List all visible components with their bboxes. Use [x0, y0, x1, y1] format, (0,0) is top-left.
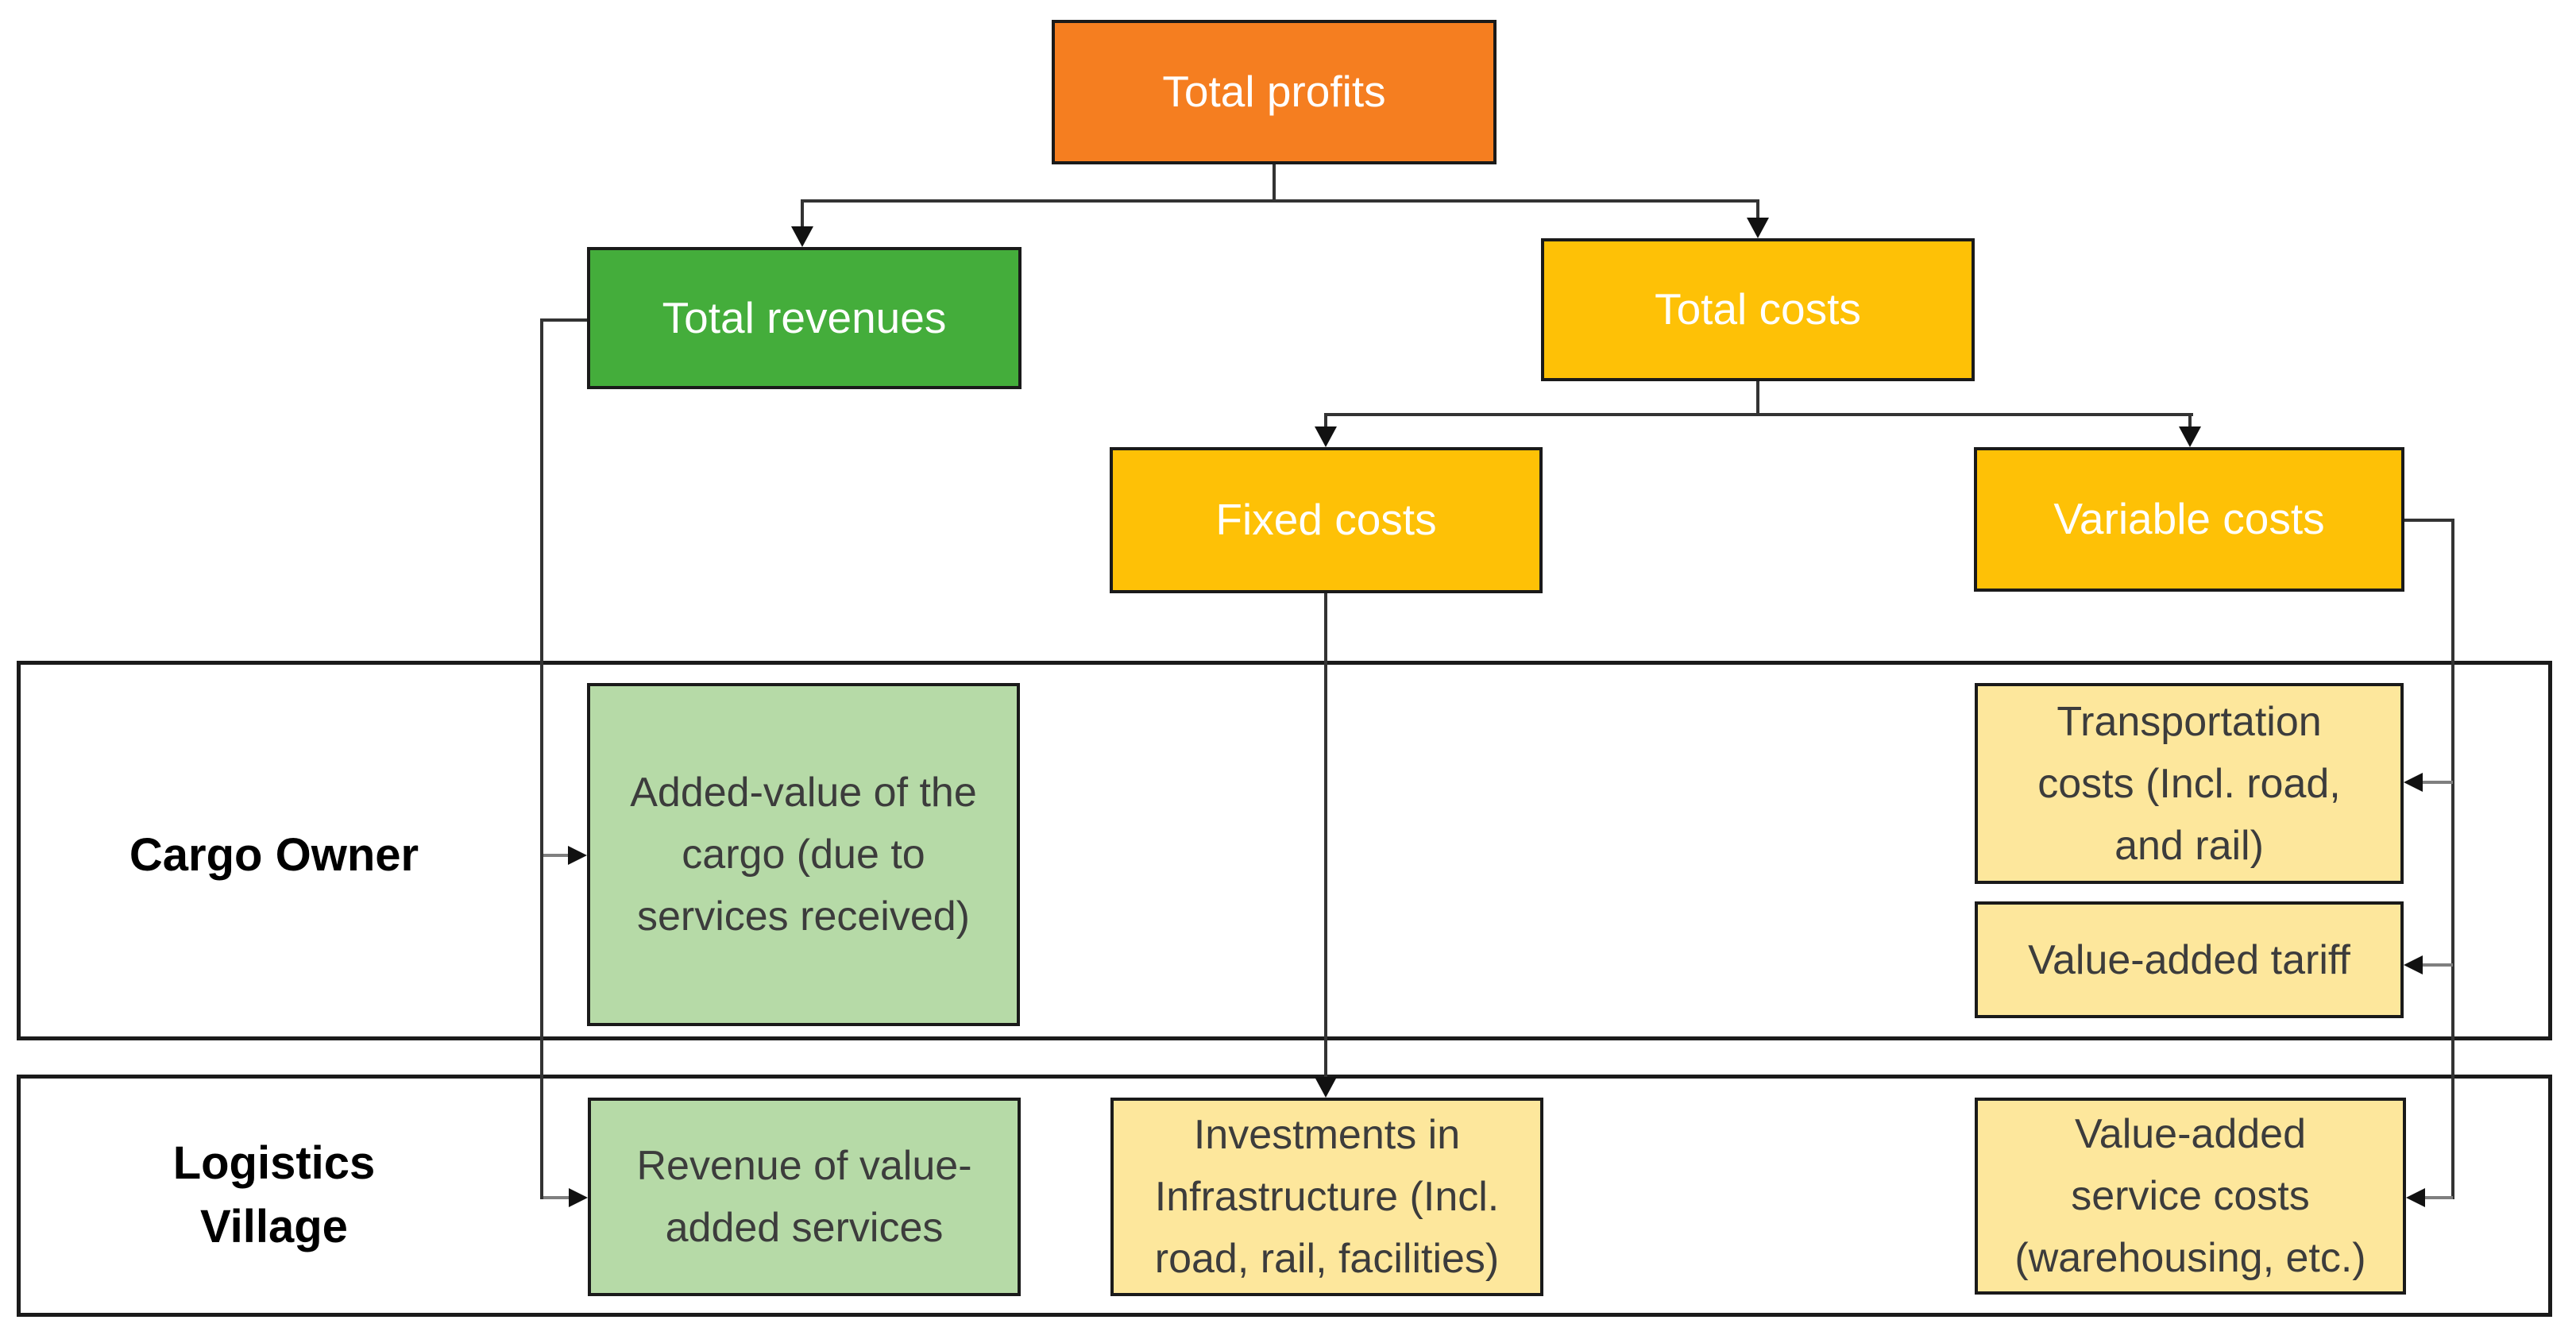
arrowhead-into-total-costs	[1747, 218, 1769, 238]
node-revenue-of-value-added-services: Revenue of value- added services	[588, 1098, 1021, 1296]
connector-branch1-right-drop	[1756, 199, 1759, 220]
arrowhead-into-vas-costs	[2406, 1188, 2425, 1207]
connector-costs-stem	[1756, 381, 1759, 416]
node-total-profits: Total profits	[1052, 20, 1497, 164]
connector-branch1-horizontal	[801, 199, 1759, 203]
arrowhead-into-fixed-costs	[1315, 426, 1337, 447]
node-transportation-costs: Transportation costs (Incl. road, and ra…	[1975, 683, 2404, 884]
arrowhead-into-added-value	[568, 846, 587, 865]
connector-arrow-added-value-stem	[543, 854, 570, 857]
band-cargo-owner	[17, 661, 2552, 1040]
connector-arrow-tariff-stem	[2423, 963, 2453, 967]
connector-branch2-horizontal	[1324, 413, 2193, 416]
band-label-logistics-village: Logistics Village	[172, 1137, 376, 1252]
arrowhead-into-tariff	[2404, 955, 2423, 974]
node-total-costs: Total costs	[1541, 238, 1975, 381]
connector-fixed-vertical	[1324, 593, 1327, 1079]
connector-revenues-stub	[540, 318, 589, 322]
connector-arrow-vas-costs-stem	[2425, 1196, 2453, 1199]
node-fixed-costs: Fixed costs	[1110, 447, 1543, 593]
node-investments-in-infrastructure: Investments in Infrastructure (Incl. roa…	[1110, 1098, 1543, 1296]
arrowhead-into-total-revenues	[791, 226, 813, 247]
band-label-cargo-owner: Cargo Owner	[129, 829, 419, 882]
band-logistics-village	[17, 1075, 2552, 1317]
arrowhead-into-variable-costs	[2179, 426, 2201, 447]
node-total-revenues: Total revenues	[587, 247, 1022, 389]
connector-revenues-vertical	[540, 318, 543, 1199]
connector-branch2-left-drop	[1324, 413, 1327, 429]
arrowhead-into-transportation	[2404, 773, 2423, 792]
node-value-added-tariff: Value-added tariff	[1975, 901, 2404, 1018]
arrowhead-into-revenue-vas	[569, 1188, 588, 1207]
node-value-added-service-costs: Value-added service costs (warehousing, …	[1975, 1098, 2406, 1295]
node-variable-costs: Variable costs	[1974, 447, 2404, 592]
arrowhead-into-investments	[1315, 1077, 1337, 1098]
connector-variable-stub	[2404, 519, 2453, 522]
connector-arrow-transportation-stem	[2423, 781, 2453, 784]
connector-branch1-left-drop	[801, 199, 804, 228]
connector-variable-vertical	[2451, 519, 2454, 1199]
node-added-value-of-cargo: Added-value of the cargo (due to service…	[587, 683, 1020, 1026]
connector-branch2-right-drop	[2188, 413, 2192, 429]
connector-arrow-revenue-vas-stem	[543, 1196, 570, 1199]
connector-profits-stem	[1273, 164, 1276, 203]
